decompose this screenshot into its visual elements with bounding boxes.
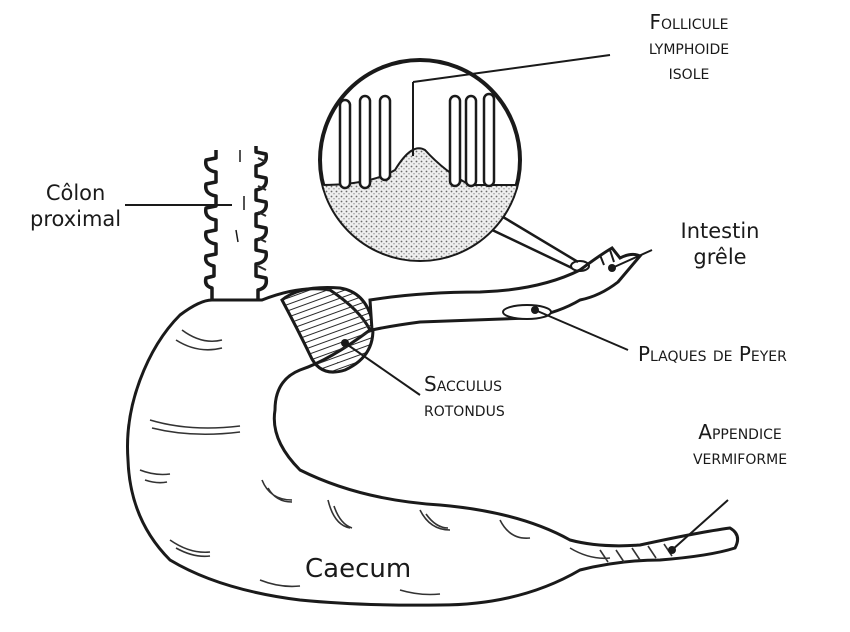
caecum-body xyxy=(128,289,738,605)
label-sacculus-line1: Sacculus xyxy=(424,372,505,397)
colon-proximal-tube xyxy=(206,146,267,300)
follicle-magnifier xyxy=(320,60,520,270)
label-appendice-line1: Appendice xyxy=(670,420,810,445)
label-appendice: Appendice vermiforme xyxy=(670,420,810,470)
label-intestin: Intestin grêle xyxy=(665,218,775,271)
label-intestin-line2: grêle xyxy=(665,244,775,270)
label-appendice-line2: vermiforme xyxy=(670,445,810,470)
label-sacculus: Sacculus rotondus xyxy=(424,372,505,422)
label-colon: Côlon proximal xyxy=(30,180,121,233)
label-colon-line2: proximal xyxy=(30,206,121,232)
label-follicule-line3: isole xyxy=(614,60,764,85)
label-plaques: Plaques de Peyer xyxy=(638,342,787,367)
label-caecum: Caecum xyxy=(305,553,411,586)
label-colon-line1: Côlon xyxy=(30,180,121,206)
label-follicule: Follicule lymphoide isole xyxy=(614,10,764,85)
magnifier-connector xyxy=(488,214,578,268)
label-follicule-line1: Follicule xyxy=(614,10,764,35)
label-sacculus-line2: rotondus xyxy=(424,397,505,422)
label-follicule-line2: lymphoide xyxy=(614,35,764,60)
label-intestin-line1: Intestin xyxy=(665,218,775,244)
